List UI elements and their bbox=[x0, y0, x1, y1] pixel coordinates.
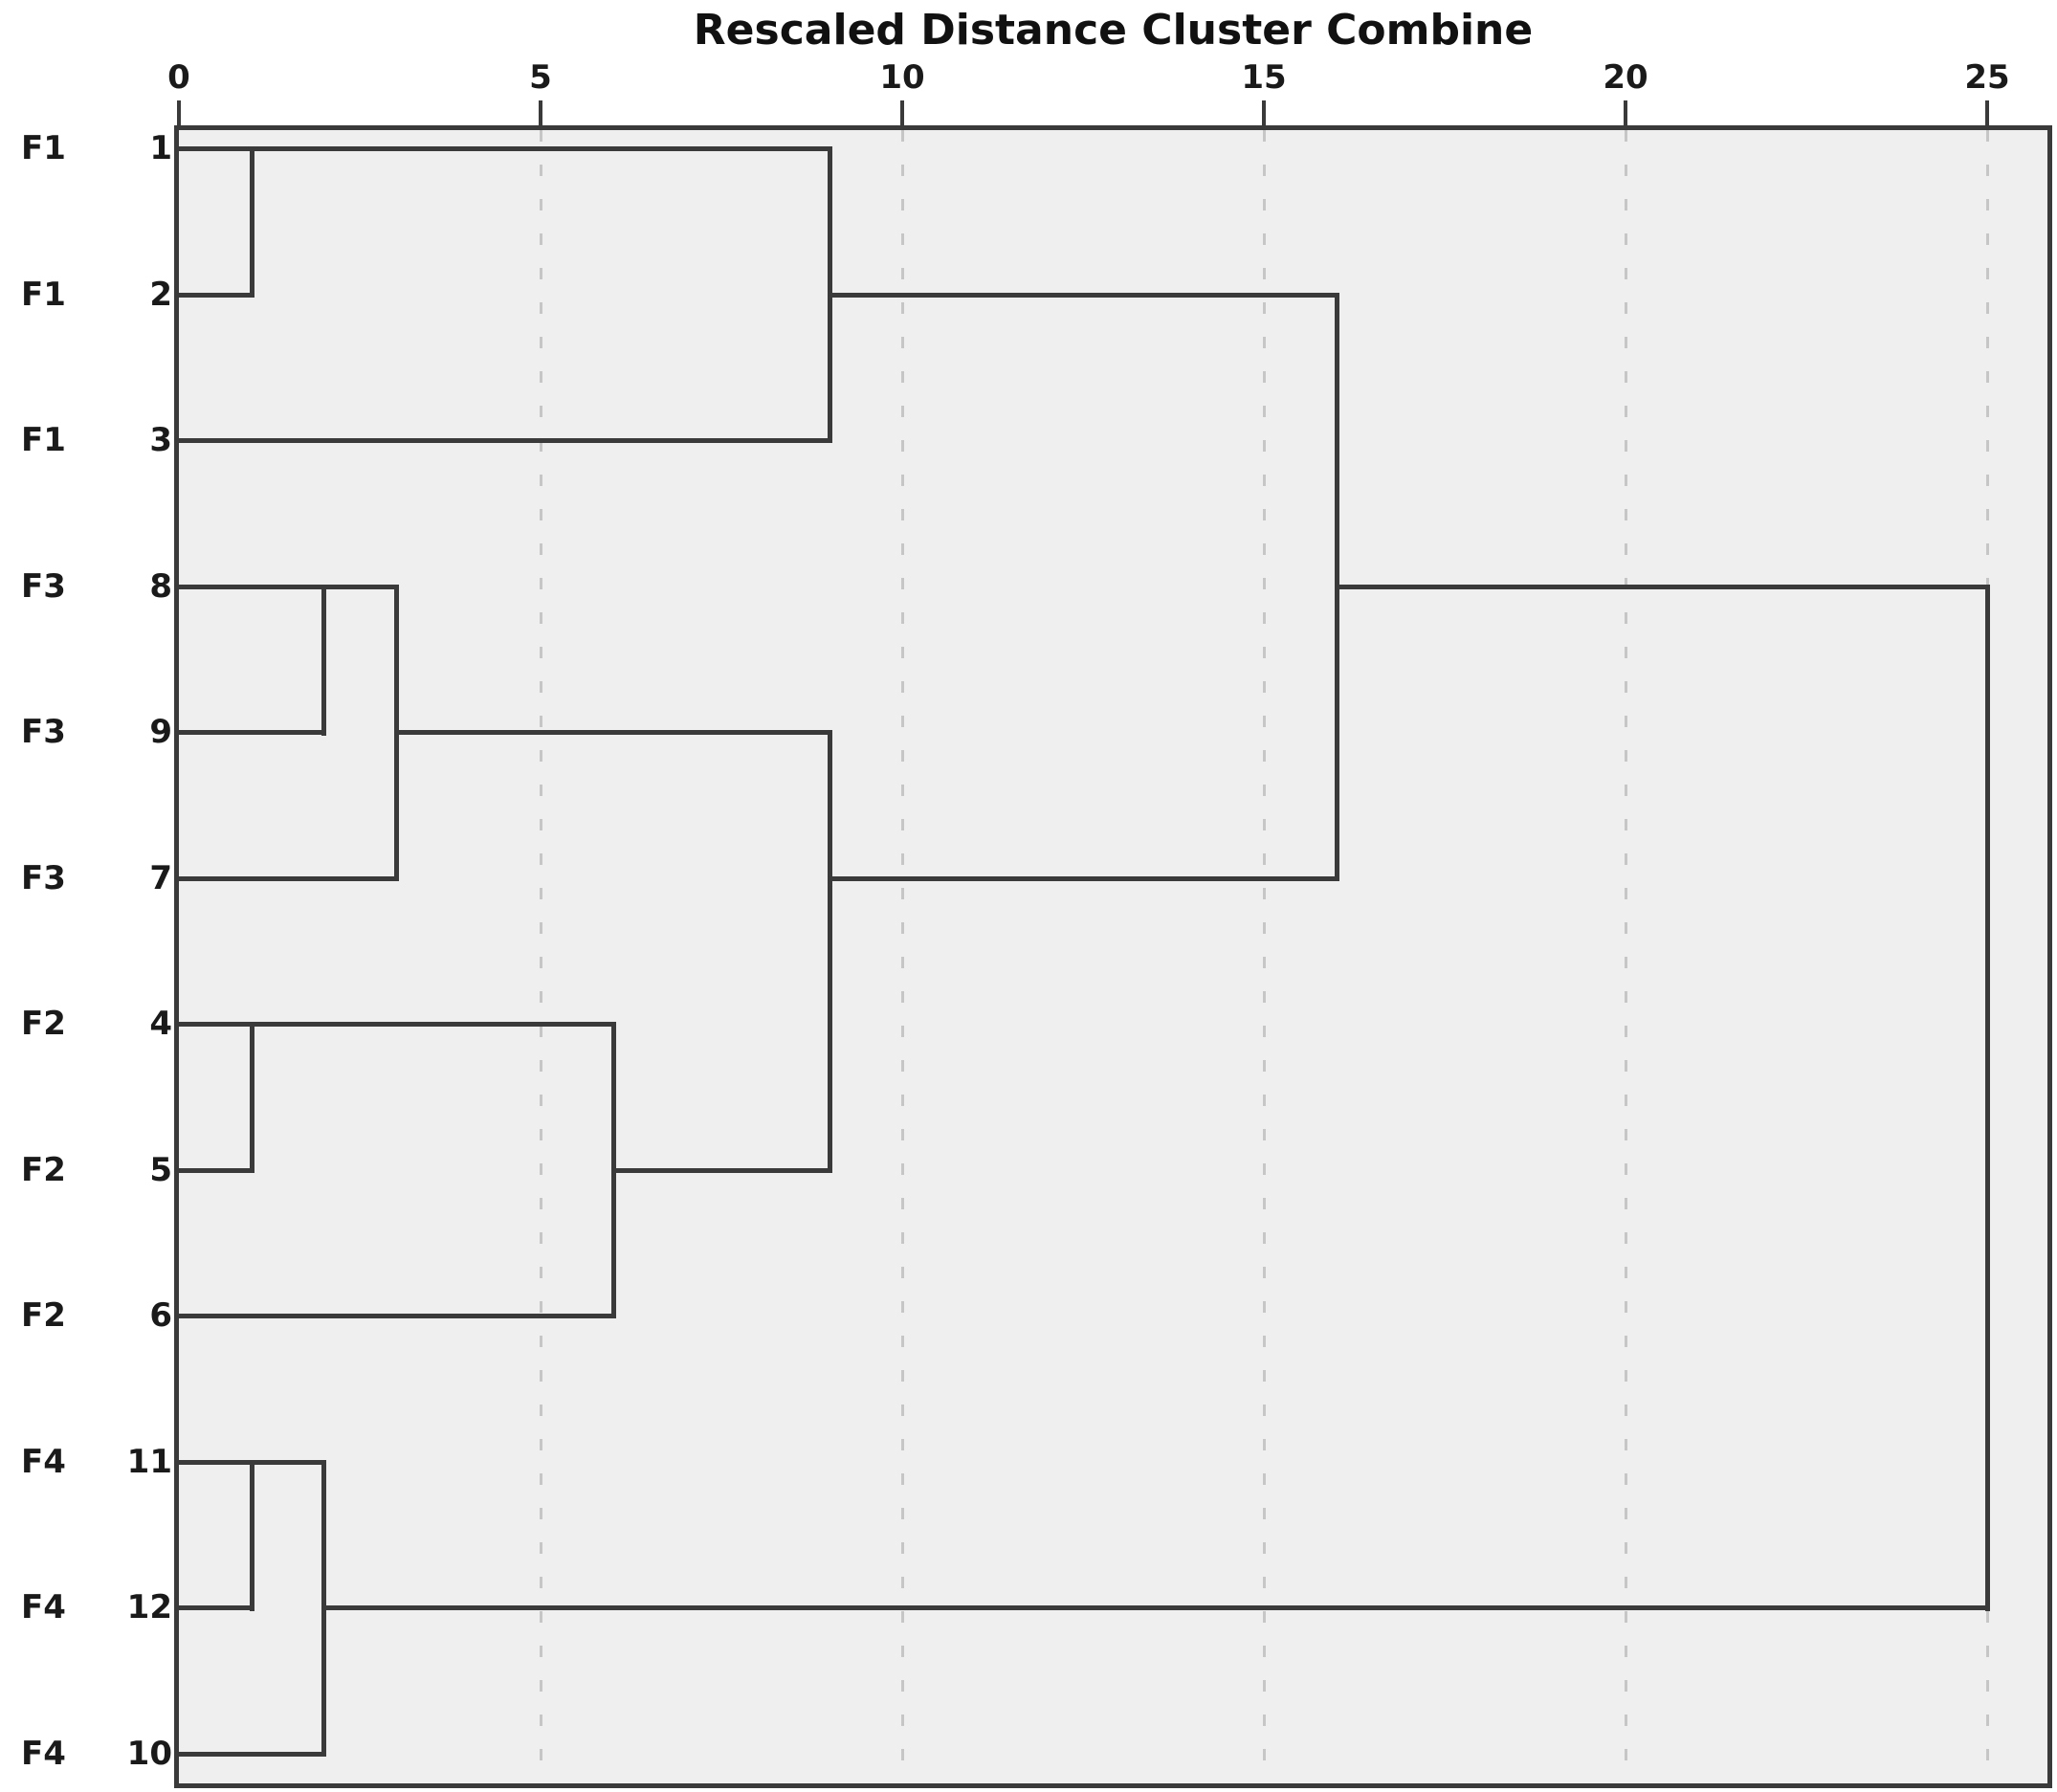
leaf-case-label: 11 bbox=[126, 1443, 172, 1481]
leaf-case-label: 8 bbox=[149, 567, 172, 606]
leaf-case-label: 5 bbox=[149, 1151, 172, 1189]
leaf-case-label: 2 bbox=[149, 276, 172, 314]
dendrogram-h-line bbox=[252, 146, 832, 151]
axis-tick-label: 10 bbox=[879, 58, 925, 97]
leaf-group-label: F3 bbox=[21, 859, 66, 897]
dendrogram-h-line bbox=[1337, 585, 1989, 589]
leaf-group-label: F1 bbox=[21, 129, 66, 167]
axis-tick-label: 5 bbox=[529, 58, 552, 97]
leaf-case-label: 7 bbox=[149, 859, 172, 897]
leaf-group-label: F1 bbox=[21, 276, 66, 314]
dendrogram-v-line bbox=[250, 1022, 254, 1173]
axis-tick-mark bbox=[1624, 100, 1627, 125]
axis-tick-mark bbox=[1262, 100, 1266, 125]
dendrogram-h-line bbox=[179, 1605, 254, 1610]
dendrogram-v-line bbox=[321, 585, 326, 736]
dendrogram-h-line bbox=[179, 293, 254, 298]
dendrogram-h-line bbox=[252, 1022, 615, 1027]
gridline bbox=[1263, 130, 1266, 1783]
dendrogram-h-line bbox=[179, 585, 325, 589]
dendrogram-v-line bbox=[1985, 585, 1990, 1611]
leaf-group-label: F4 bbox=[21, 1443, 66, 1481]
axis-tick-mark bbox=[177, 100, 181, 125]
leaf-case-label: 9 bbox=[149, 713, 172, 751]
leaf-group-label: F2 bbox=[21, 1151, 66, 1189]
gridline bbox=[901, 130, 904, 1783]
axis-tick-label: 25 bbox=[1964, 58, 2010, 97]
leaf-case-label: 10 bbox=[126, 1735, 172, 1773]
dendrogram-h-line bbox=[179, 876, 398, 881]
leaf-group-label: F1 bbox=[21, 421, 66, 459]
dendrogram-h-line bbox=[613, 1168, 832, 1173]
dendrogram-h-line bbox=[179, 438, 831, 443]
plot-area bbox=[174, 125, 2052, 1788]
leaf-case-label: 1 bbox=[149, 129, 172, 167]
axis-tick-label: 0 bbox=[167, 58, 190, 97]
leaf-group-label: F2 bbox=[21, 1296, 66, 1335]
dendrogram-h-line bbox=[179, 1314, 615, 1318]
axis-tick-mark bbox=[1985, 100, 1989, 125]
dendrogram-h-line bbox=[829, 293, 1338, 298]
dendrogram-h-line bbox=[396, 730, 832, 735]
dendrogram-v-line bbox=[250, 1460, 254, 1611]
dendrogram-v-line bbox=[250, 146, 254, 298]
dendrogram-h-line bbox=[323, 1605, 1989, 1610]
leaf-group-label: F2 bbox=[21, 1005, 66, 1043]
axis-tick-label: 15 bbox=[1241, 58, 1287, 97]
leaf-case-label: 3 bbox=[149, 421, 172, 459]
dendrogram-h-line bbox=[179, 1168, 254, 1173]
axis-tick-label: 20 bbox=[1603, 58, 1648, 97]
leaf-group-label: F3 bbox=[21, 567, 66, 606]
leaf-case-label: 4 bbox=[149, 1005, 172, 1043]
dendrogram-h-line bbox=[252, 1460, 326, 1465]
dendrogram-h-line bbox=[179, 730, 325, 735]
dendrogram-v-line bbox=[828, 730, 832, 1173]
dendrogram-h-line bbox=[179, 146, 254, 151]
leaf-group-label: F3 bbox=[21, 713, 66, 751]
dendrogram-h-line bbox=[179, 1752, 325, 1757]
axis-tick-mark bbox=[539, 100, 542, 125]
leaf-case-label: 12 bbox=[126, 1588, 172, 1626]
gridline bbox=[1625, 130, 1627, 1783]
gridline bbox=[540, 130, 542, 1783]
dendrogram-h-line bbox=[179, 1022, 254, 1027]
dendrogram-h-line bbox=[829, 876, 1338, 881]
axis-tick-mark bbox=[900, 100, 904, 125]
dendrogram-h-line bbox=[323, 585, 398, 589]
dendrogram-h-line bbox=[179, 1460, 254, 1465]
leaf-group-label: F4 bbox=[21, 1735, 66, 1773]
leaf-group-label: F4 bbox=[21, 1588, 66, 1626]
chart-title: Rescaled Distance Cluster Combine bbox=[693, 6, 1534, 55]
leaf-case-label: 6 bbox=[149, 1296, 172, 1335]
